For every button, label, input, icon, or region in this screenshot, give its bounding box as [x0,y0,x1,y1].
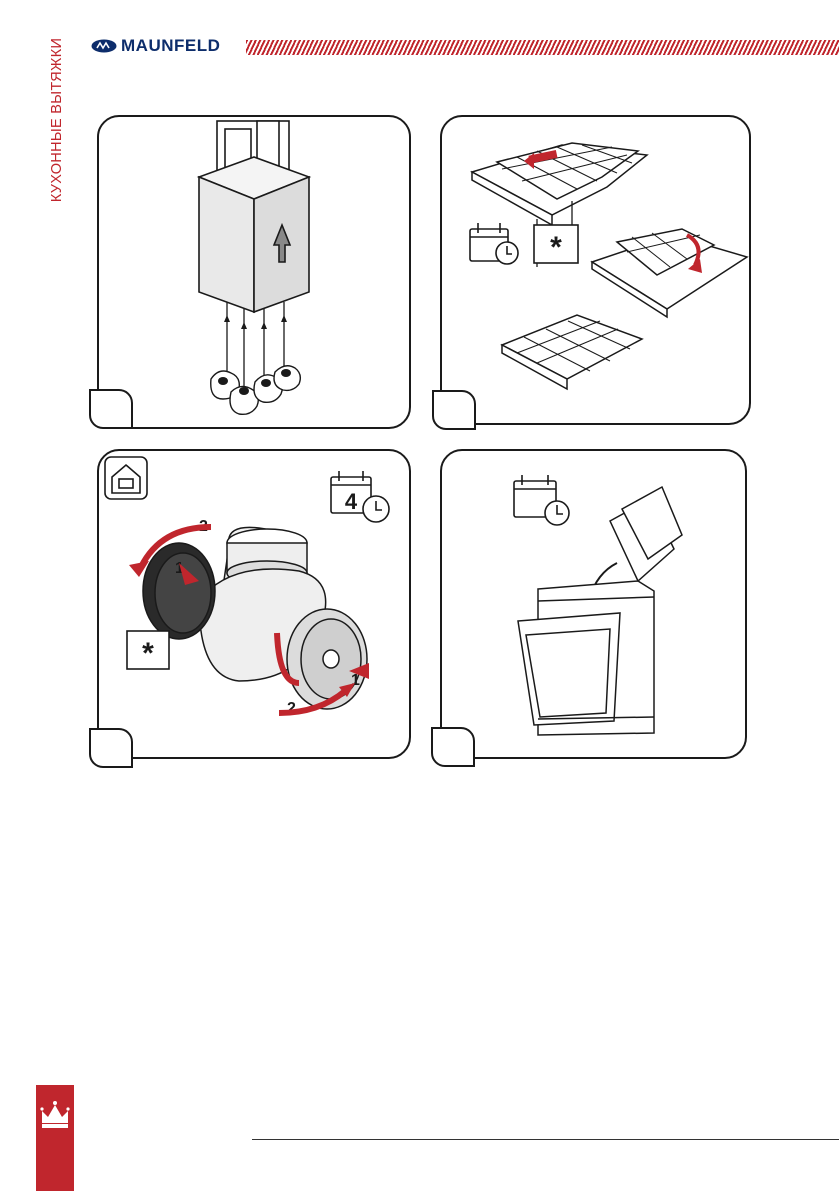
calendar-clock-icon [331,471,389,522]
header-stripe [246,40,839,55]
carbon-filter-illustration: 4 2 1 1 2 * [99,451,409,757]
grease-filter-illustration: * [442,117,749,423]
step-number-3 [89,728,133,768]
calendar-clock-icon [470,223,518,264]
chimney-illustration [99,117,409,427]
calendar-value: 4 [345,489,358,514]
step-number-1 [89,389,133,429]
instruction-panel-2: * [440,115,751,425]
side-title-text: КУХОННЫЕ ВЫТЯЖКИ [49,38,65,202]
dishwasher-illustration [442,451,745,757]
step-number-2 [432,390,476,430]
footer-divider [252,1139,839,1140]
instruction-panel-1 [97,115,411,429]
note-asterisk: * [142,637,154,670]
brand-logo: MAUNFELD [91,36,220,56]
side-section-title: КУХОННЫЕ ВЫТЯЖКИ [44,40,70,200]
instruction-panel-3: 4 2 1 1 2 * [97,449,411,759]
step-number-4 [431,727,475,767]
crown-logo-icon [36,1093,74,1133]
brand-mark-icon [91,39,117,53]
calendar-clock-icon [514,475,569,525]
instruction-panel-4 [440,449,747,759]
crown-logo-box [36,1085,74,1191]
note-asterisk: * [550,231,562,264]
brand-name: MAUNFELD [121,36,220,56]
house-recycle-icon [105,457,147,499]
